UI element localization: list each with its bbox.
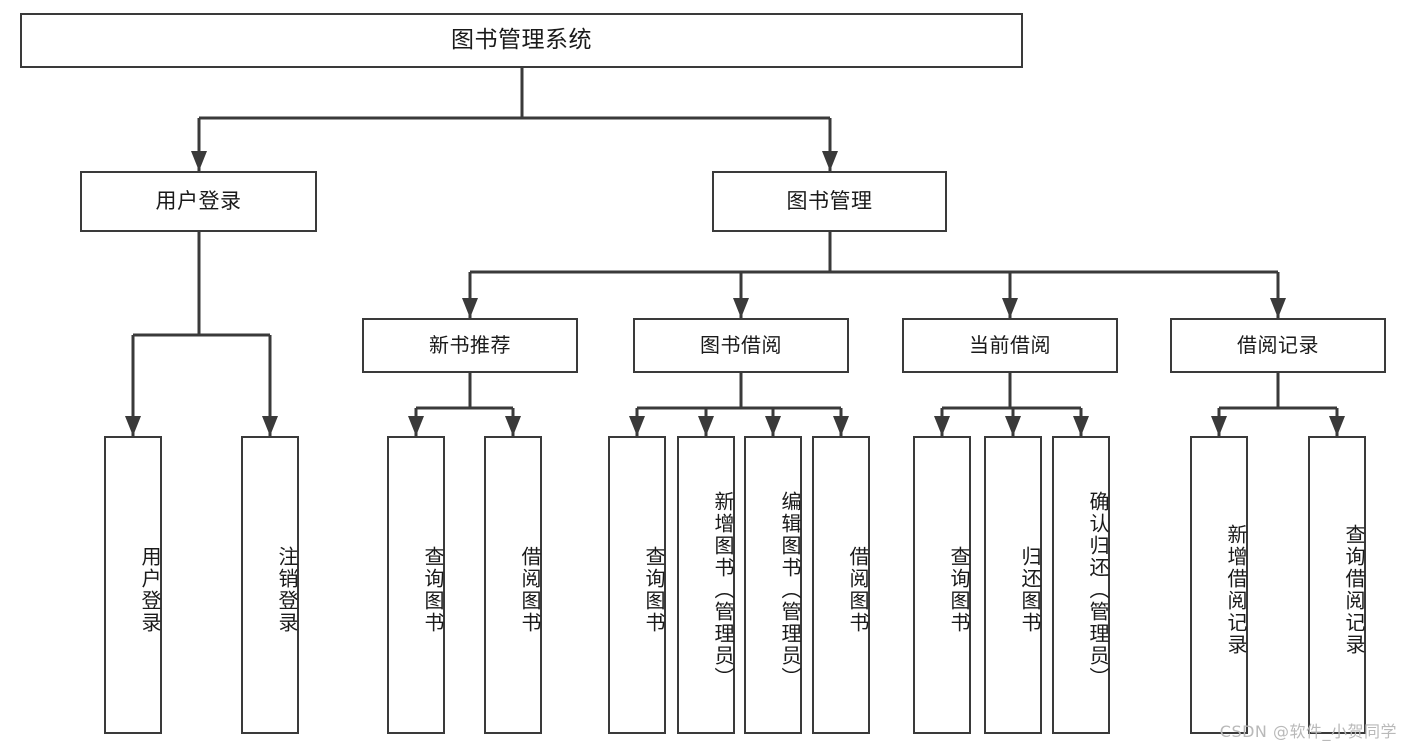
arrowhead-icon bbox=[1073, 416, 1089, 436]
node-leaf-borrow-book-1[interactable]: 借阅图书 bbox=[484, 436, 542, 734]
node-root[interactable]: 图书管理系统 bbox=[20, 13, 1023, 68]
arrowhead-icon bbox=[1005, 416, 1021, 436]
arrowhead-icon bbox=[833, 416, 849, 436]
node-leaf-confirm-return[interactable]: 确认归还（管理员） bbox=[1052, 436, 1110, 734]
node-label: 新增图书（管理员） bbox=[711, 491, 735, 689]
node-label: 查询借阅记录 bbox=[1342, 524, 1366, 656]
node-book-manage[interactable]: 图书管理 bbox=[712, 171, 947, 232]
node-label: 图书借阅 bbox=[700, 332, 782, 357]
node-label: 归还图书 bbox=[1018, 546, 1042, 634]
node-label: 当前借阅 bbox=[969, 332, 1051, 357]
node-leaf-user-logout[interactable]: 注销登录 bbox=[241, 436, 299, 734]
node-leaf-query-book-1[interactable]: 查询图书 bbox=[387, 436, 445, 734]
node-leaf-query-book-3[interactable]: 查询图书 bbox=[913, 436, 971, 734]
node-label: 查询图书 bbox=[947, 546, 971, 634]
arrowhead-icon bbox=[629, 416, 645, 436]
node-label: 新增借阅记录 bbox=[1224, 524, 1248, 656]
node-label: 用户登录 bbox=[155, 189, 242, 214]
arrowhead-icon bbox=[191, 151, 207, 171]
node-label: 注销登录 bbox=[275, 546, 299, 634]
arrowhead-icon bbox=[1002, 298, 1018, 318]
node-label: 借阅图书 bbox=[518, 546, 542, 634]
arrowhead-icon bbox=[1329, 416, 1345, 436]
arrowhead-icon bbox=[408, 416, 424, 436]
node-leaf-return-book[interactable]: 归还图书 bbox=[984, 436, 1042, 734]
node-leaf-query-book-2[interactable]: 查询图书 bbox=[608, 436, 666, 734]
arrowhead-icon bbox=[125, 416, 141, 436]
node-borrow-record[interactable]: 借阅记录 bbox=[1170, 318, 1386, 373]
node-label: 图书管理系统 bbox=[451, 27, 592, 54]
node-leaf-borrow-book-2[interactable]: 借阅图书 bbox=[812, 436, 870, 734]
node-label: 图书管理 bbox=[786, 189, 873, 214]
node-label: 借阅图书 bbox=[846, 546, 870, 634]
arrowhead-icon bbox=[698, 416, 714, 436]
node-label: 新书推荐 bbox=[429, 332, 511, 357]
node-label: 编辑图书（管理员） bbox=[778, 491, 802, 689]
node-label: 查询图书 bbox=[642, 546, 666, 634]
node-label: 用户登录 bbox=[138, 546, 162, 634]
node-current-borrow[interactable]: 当前借阅 bbox=[902, 318, 1118, 373]
node-book-borrow[interactable]: 图书借阅 bbox=[633, 318, 849, 373]
arrowhead-icon bbox=[765, 416, 781, 436]
arrowhead-icon bbox=[934, 416, 950, 436]
node-leaf-edit-book[interactable]: 编辑图书（管理员） bbox=[744, 436, 802, 734]
arrowhead-icon bbox=[1270, 298, 1286, 318]
arrowhead-icon bbox=[505, 416, 521, 436]
node-leaf-user-login[interactable]: 用户登录 bbox=[104, 436, 162, 734]
node-leaf-query-record[interactable]: 查询借阅记录 bbox=[1308, 436, 1366, 734]
node-user-login[interactable]: 用户登录 bbox=[80, 171, 317, 232]
arrowhead-icon bbox=[1211, 416, 1227, 436]
arrowhead-icon bbox=[822, 151, 838, 171]
arrowhead-icon bbox=[733, 298, 749, 318]
node-label: 查询图书 bbox=[421, 546, 445, 634]
node-label: 确认归还（管理员） bbox=[1086, 491, 1110, 689]
node-label: 借阅记录 bbox=[1237, 332, 1319, 357]
arrowhead-icon bbox=[262, 416, 278, 436]
node-new-book-rec[interactable]: 新书推荐 bbox=[362, 318, 578, 373]
node-leaf-add-book[interactable]: 新增图书（管理员） bbox=[677, 436, 735, 734]
arrowhead-icon bbox=[462, 298, 478, 318]
node-leaf-add-record[interactable]: 新增借阅记录 bbox=[1190, 436, 1248, 734]
csdn-watermark: CSDN @软件_小贺同学 bbox=[1219, 722, 1397, 741]
